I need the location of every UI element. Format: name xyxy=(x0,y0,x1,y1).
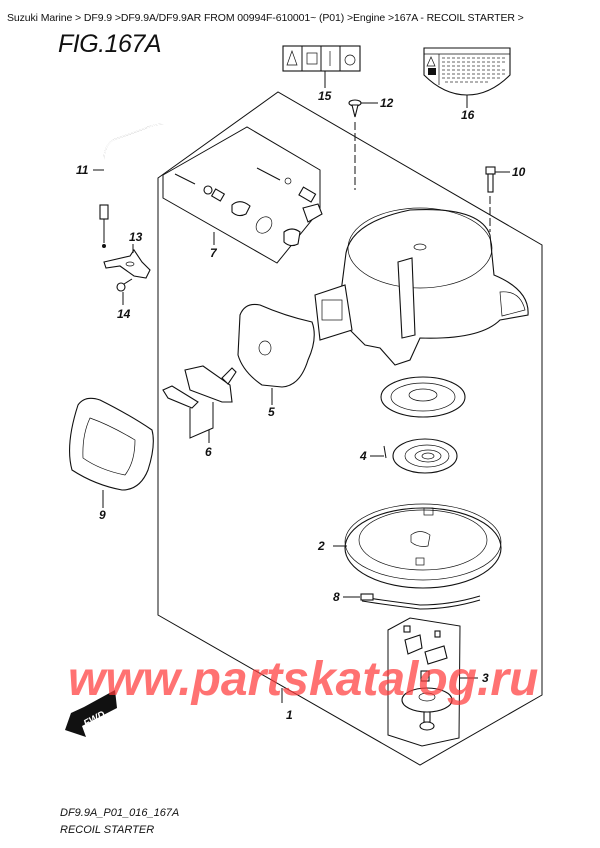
callout-13[interactable]: 13 xyxy=(129,230,143,244)
breadcrumb-separator: > xyxy=(385,12,394,24)
part-8-rope[interactable] xyxy=(343,593,481,610)
callout-10[interactable]: 10 xyxy=(512,165,526,179)
part-5-handle-cover[interactable] xyxy=(237,303,315,405)
part-15-caution-label[interactable] xyxy=(282,45,361,88)
callout-8[interactable]: 8 xyxy=(333,590,340,604)
callout-15[interactable]: 15 xyxy=(318,89,332,103)
callout-12[interactable]: 12 xyxy=(380,96,394,110)
starter-case xyxy=(314,207,529,366)
breadcrumb-df9-9[interactable]: DF9.9 xyxy=(83,12,112,24)
figure-name: RECOIL STARTER xyxy=(60,824,155,836)
callout-7[interactable]: 7 xyxy=(210,246,218,260)
part-14-bracket-bolt[interactable] xyxy=(116,278,133,305)
callout-5[interactable]: 5 xyxy=(268,405,275,419)
part-13-cable-bracket[interactable] xyxy=(103,244,151,279)
breadcrumb: Suzuki Marine > DF9.9 >DF9.9A/DF9.9AR FR… xyxy=(7,12,524,24)
breadcrumb-engine[interactable]: Engine xyxy=(353,12,386,24)
fwd-arrow-icon: FWD xyxy=(65,690,117,737)
breadcrumb-separator: > xyxy=(514,12,524,24)
part-4-recoil-spring[interactable] xyxy=(370,438,458,474)
breadcrumb-recoil-starter[interactable]: 167A - RECOIL STARTER xyxy=(394,12,515,24)
callout-11[interactable]: 11 xyxy=(76,163,89,177)
part-11-starter-lock-cable[interactable] xyxy=(93,123,165,248)
breadcrumb-suzuki-marine[interactable]: Suzuki Marine xyxy=(7,12,73,24)
spring-plate xyxy=(380,376,466,418)
breadcrumb-separator: > xyxy=(112,12,121,24)
figure-code: DF9.9A_P01_016_167A xyxy=(60,807,180,819)
part-3-ratchet-kit[interactable] xyxy=(387,617,478,747)
callout-3[interactable]: 3 xyxy=(482,671,489,685)
part-10-bolt[interactable] xyxy=(485,166,510,232)
callout-6[interactable]: 6 xyxy=(205,445,212,459)
part-12-screw[interactable] xyxy=(348,99,378,190)
assembly-frame xyxy=(157,91,543,766)
breadcrumb-model[interactable]: DF9.9A/DF9.9AR FROM 00994F-610001~ (P01) xyxy=(120,12,345,24)
callout-9[interactable]: 9 xyxy=(99,508,106,522)
callout-16[interactable]: 16 xyxy=(461,108,475,122)
figure-title: FIG.167A xyxy=(58,30,162,58)
breadcrumb-separator: > xyxy=(344,12,354,24)
part-9-grip-cover[interactable] xyxy=(69,397,154,508)
breadcrumb-separator: > xyxy=(72,12,84,24)
callout-14[interactable]: 14 xyxy=(117,307,131,321)
part-16-warning-label[interactable] xyxy=(423,47,511,108)
callout-4[interactable]: 4 xyxy=(359,449,367,463)
part-7-starter-lock-kit[interactable] xyxy=(162,126,323,264)
part-2-reel[interactable] xyxy=(333,503,502,589)
callout-1[interactable]: 1 xyxy=(286,708,293,722)
callout-2[interactable]: 2 xyxy=(317,539,325,553)
part-6-handle-grip[interactable] xyxy=(162,365,237,443)
